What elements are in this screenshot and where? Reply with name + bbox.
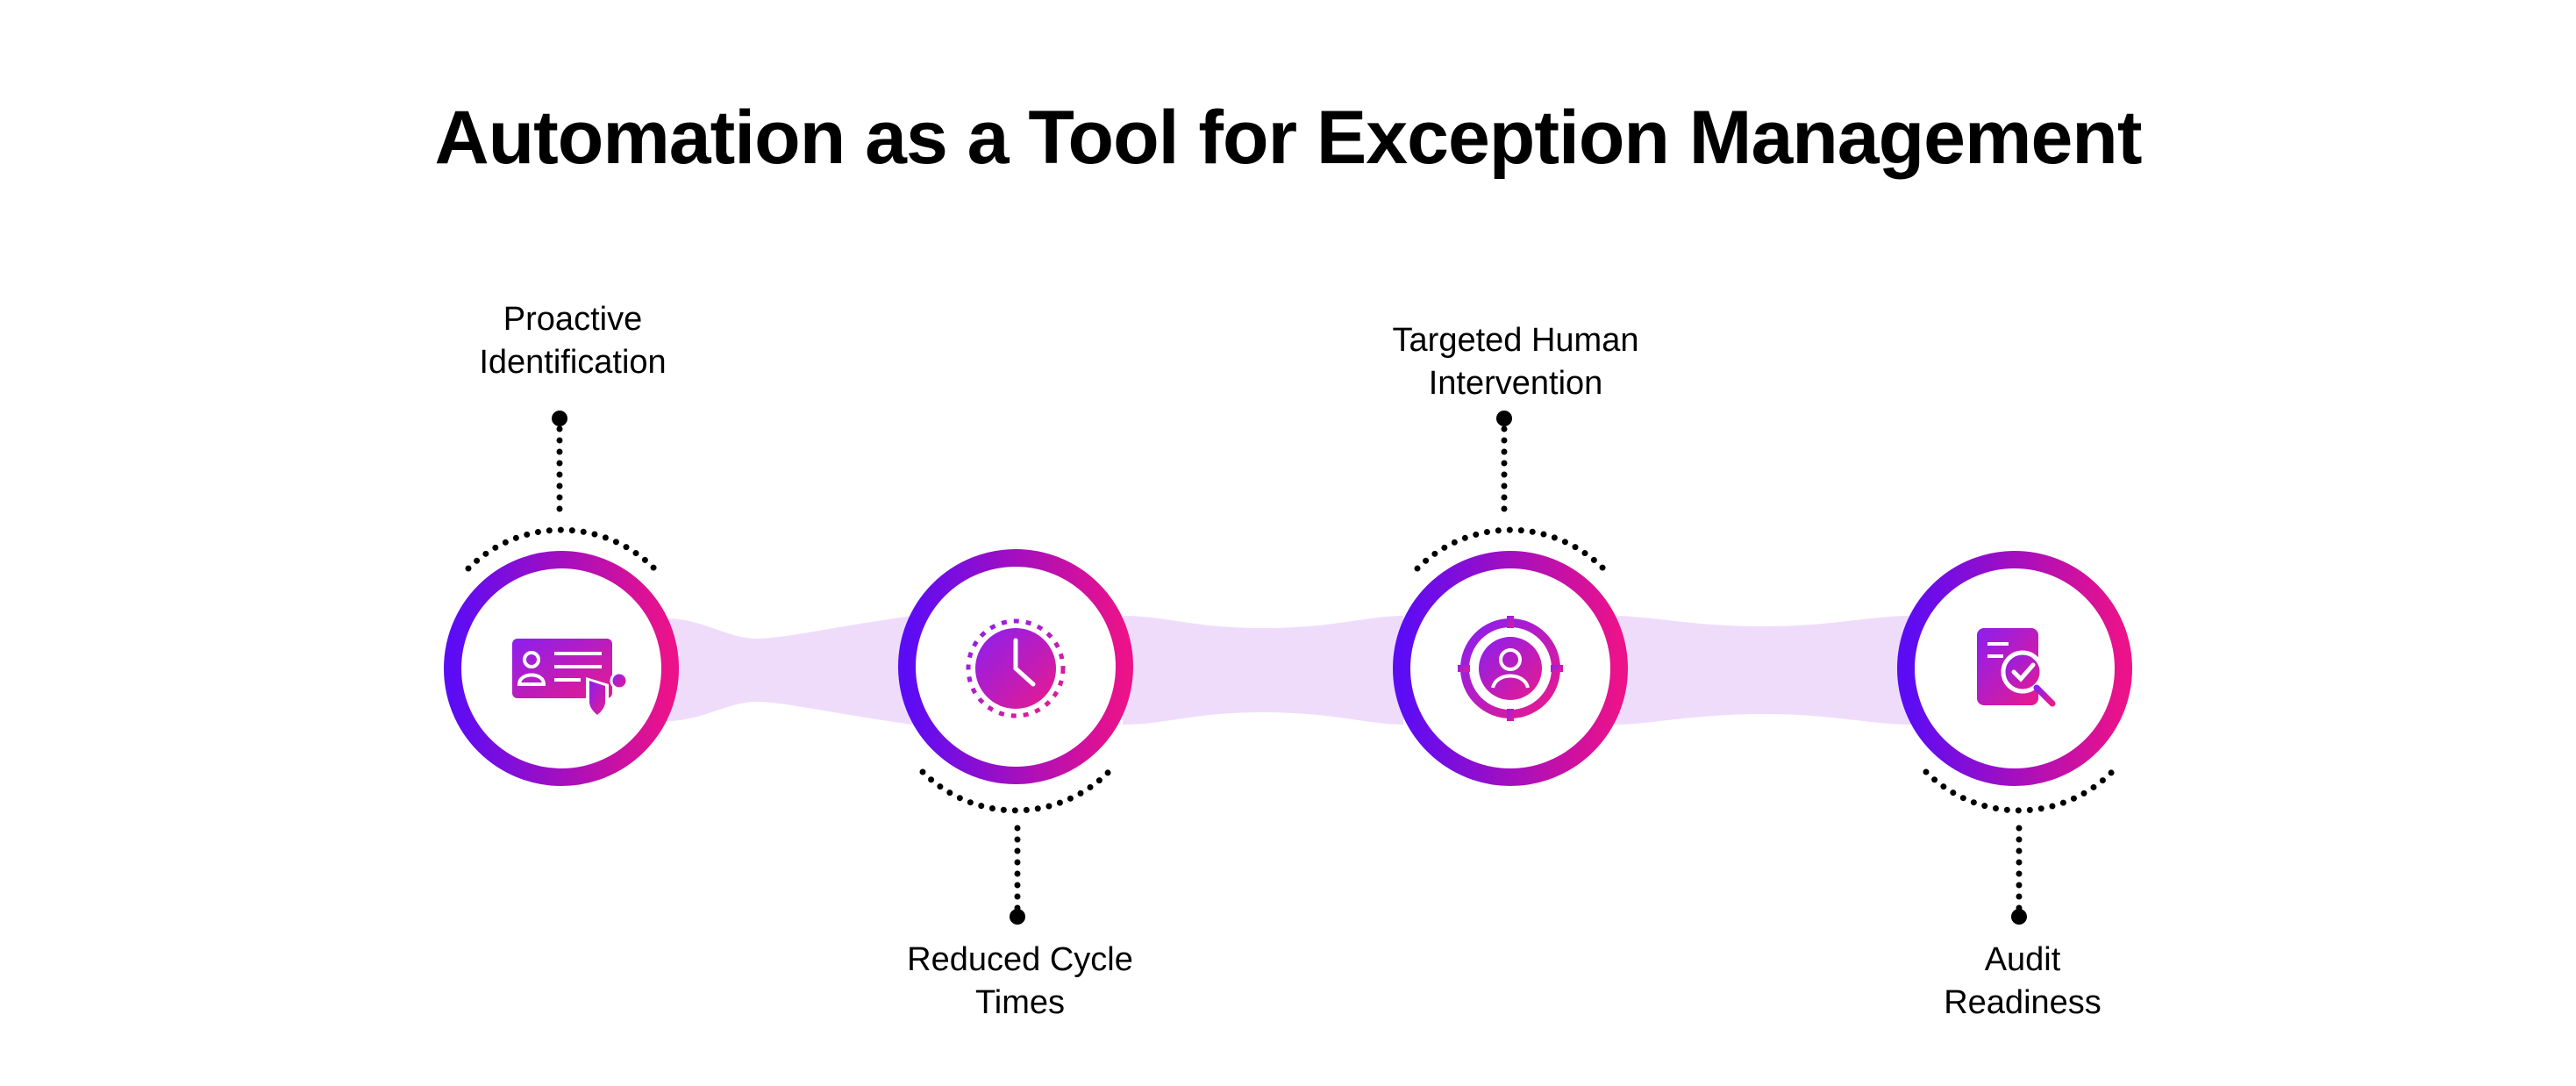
dotted-connectors [465, 414, 2116, 919]
dotted-arc-4 [1923, 768, 2116, 814]
dotted-arc-3 [1414, 526, 1607, 572]
dotted-arc-2 [919, 768, 1112, 814]
dotted-arc-1 [465, 526, 658, 572]
user-target-icon [1458, 616, 1563, 721]
connector-band-1 [667, 616, 912, 725]
step-label-2: Reduced Cycle Times [907, 941, 1133, 1021]
step-label-1: Proactive Identification [479, 301, 667, 381]
step-label-4: Audit Readiness [1944, 941, 2101, 1021]
document-check-icon [1977, 628, 2056, 707]
leader-end-dots [552, 411, 2027, 925]
clock-icon [966, 618, 1066, 718]
step-label-3: Targeted Human Intervention [1392, 322, 1639, 402]
step-node-3 [1393, 551, 1628, 786]
step-node-4 [1897, 551, 2132, 786]
id-card-shield-icon [512, 639, 629, 719]
step-node-2 [898, 549, 1133, 784]
connector-band-3 [1614, 616, 1912, 725]
step-node-1 [444, 551, 679, 786]
connector-band-2 [1123, 616, 1403, 725]
diagram-title: Automation as a Tool for Exception Manag… [434, 96, 2143, 180]
connector-bands [667, 616, 1912, 725]
